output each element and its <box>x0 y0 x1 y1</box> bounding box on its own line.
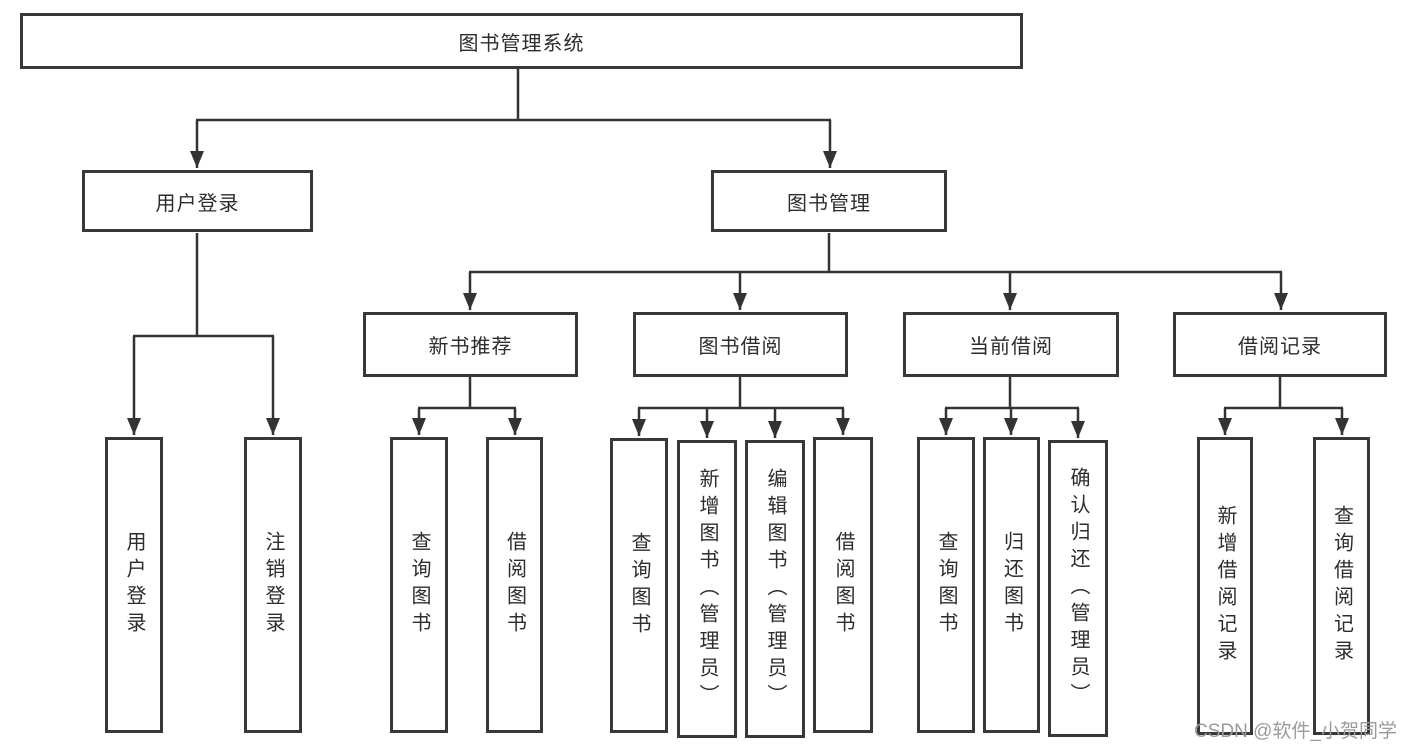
node-label: 图书管理 <box>787 192 871 215</box>
node-borrowing-records: 借阅记录 <box>1173 312 1387 377</box>
leaf-label: 归还图书 <box>1000 531 1023 639</box>
node-root-library-system: 图书管理系统 <box>20 13 1023 69</box>
leaf-query-books-current: 查询图书 <box>917 437 975 733</box>
leaf-label: 注销登录 <box>262 531 284 639</box>
leaf-label: 编辑图书（管理员） <box>764 467 786 711</box>
leaf-return-books: 归还图书 <box>983 437 1040 733</box>
csdn-watermark: CSDN @软件_小贺同学 <box>1194 721 1397 742</box>
leaf-label: 查询借阅记录 <box>1330 505 1353 667</box>
node-label: 借阅记录 <box>1238 336 1322 358</box>
node-label: 图书管理系统 <box>458 32 585 55</box>
leaf-label: 确认归还（管理员） <box>1067 467 1089 710</box>
leaf-query-books-borrowing: 查询图书 <box>610 438 668 733</box>
leaf-logout: 注销登录 <box>244 437 302 733</box>
leaf-label: 查询图书 <box>628 531 650 640</box>
node-book-management: 图书管理 <box>711 170 947 232</box>
node-new-book-recommendation: 新书推荐 <box>363 312 578 377</box>
leaf-label: 借阅图书 <box>832 531 854 639</box>
leaf-confirm-return-admin: 确认归还（管理员） <box>1048 440 1108 737</box>
leaf-label: 查询图书 <box>935 531 957 639</box>
leaf-borrow-books: 借阅图书 <box>813 437 873 733</box>
leaf-label: 用户登录 <box>123 531 145 639</box>
node-current-borrowing: 当前借阅 <box>903 312 1119 377</box>
leaf-borrow-books-recommend: 借阅图书 <box>486 437 543 733</box>
leaf-user-login: 用户登录 <box>105 437 163 733</box>
node-label: 图书借阅 <box>698 336 783 358</box>
node-label: 用户登录 <box>155 192 240 215</box>
node-label: 新书推荐 <box>428 336 513 358</box>
leaf-label: 查询图书 <box>408 531 430 639</box>
leaf-query-books-recommend: 查询图书 <box>390 437 448 733</box>
node-label: 当前借阅 <box>969 336 1053 358</box>
leaf-edit-books-admin: 编辑图书（管理员） <box>745 440 805 738</box>
leaf-label: 新增借阅记录 <box>1214 505 1236 667</box>
leaf-query-borrow-record: 查询借阅记录 <box>1313 437 1370 735</box>
node-book-borrowing: 图书借阅 <box>633 312 848 377</box>
leaf-label: 新增图书（管理员） <box>696 467 718 711</box>
leaf-label: 借阅图书 <box>503 531 526 639</box>
node-user-login: 用户登录 <box>82 170 313 232</box>
leaf-add-books-admin: 新增图书（管理员） <box>677 440 737 738</box>
leaf-add-borrow-record: 新增借阅记录 <box>1197 437 1253 735</box>
